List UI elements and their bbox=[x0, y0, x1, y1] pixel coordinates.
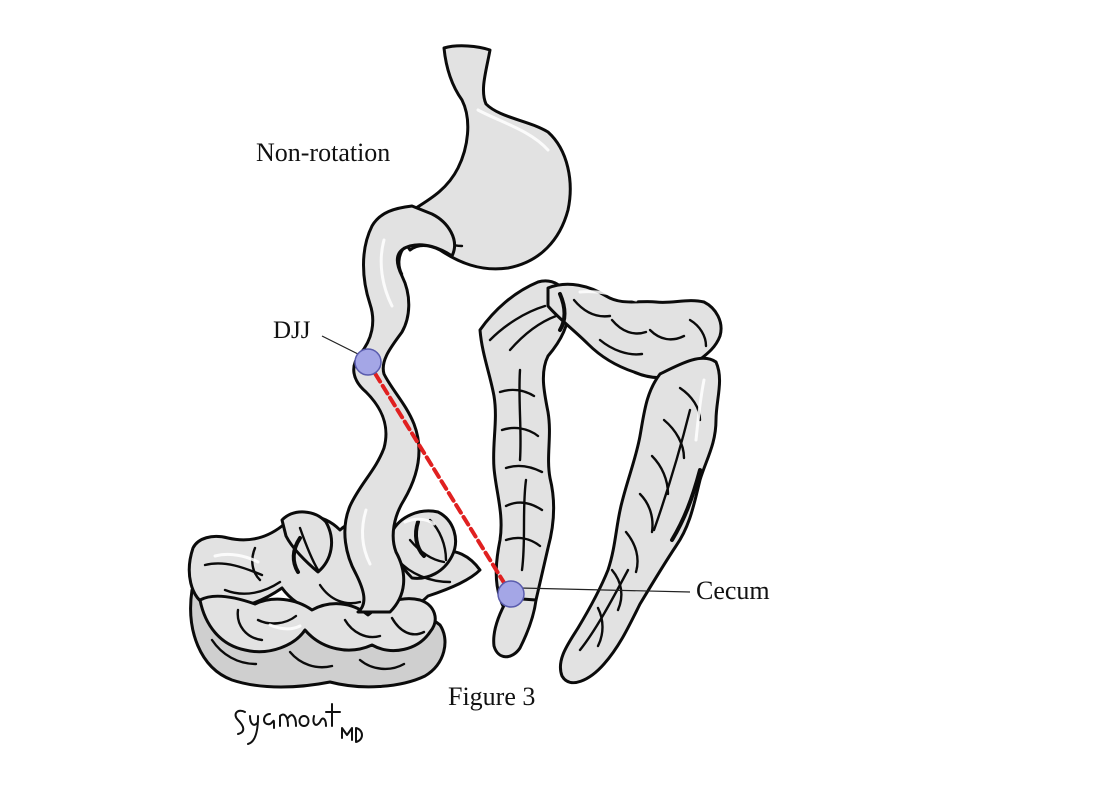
djj-cecum-connector bbox=[366, 360, 513, 596]
cecum-marker bbox=[497, 580, 525, 608]
djj-label: DJJ bbox=[273, 317, 311, 344]
cecum-label: Cecum bbox=[696, 576, 770, 605]
small-bowel-loops bbox=[187, 509, 482, 689]
duodenum-jejunum bbox=[343, 204, 456, 614]
stomach bbox=[403, 44, 572, 271]
djj-pointer-line bbox=[321, 335, 359, 355]
figure-caption: Figure 3 bbox=[448, 682, 536, 711]
djj-marker bbox=[354, 348, 382, 376]
figure-title: Non-rotation bbox=[256, 138, 391, 167]
transverse-colon bbox=[546, 282, 723, 379]
cecum-pointer-line bbox=[519, 587, 691, 593]
artist-signature bbox=[234, 703, 363, 745]
appendix bbox=[492, 596, 538, 659]
large-bowel bbox=[478, 279, 723, 685]
